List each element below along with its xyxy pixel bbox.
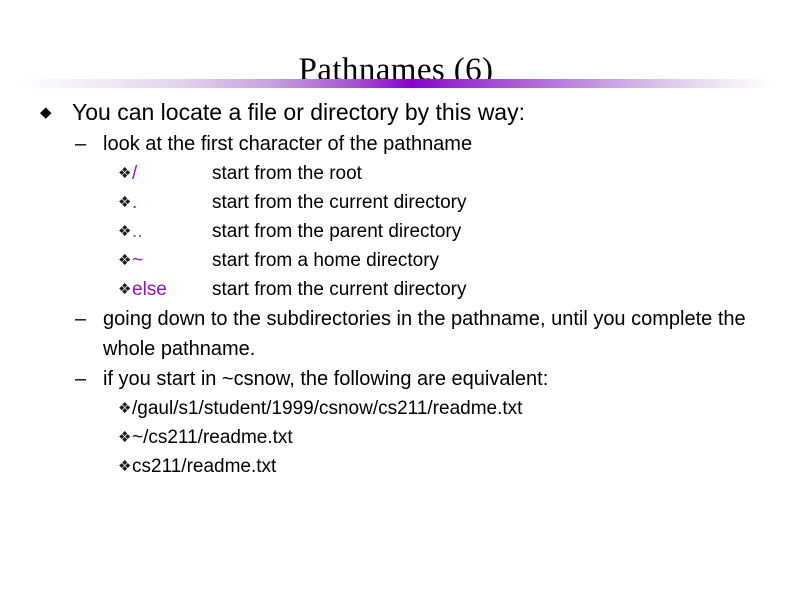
bullet-line-level-3: ❖. start from the current directory xyxy=(0,188,792,217)
bullet-line-level-2: –going down to the subdirectories in the… xyxy=(0,304,792,364)
slide-body: ◆ You can locate a file or directory by t… xyxy=(0,96,792,481)
bullet-line-level-3: ❖.. start from the parent directory xyxy=(0,217,792,246)
bullet-text: ~/cs211/readme.txt xyxy=(132,427,293,448)
path-symbol-description: start from a home directory xyxy=(212,250,440,271)
bullet-text: /gaul/s1/student/1999/csnow/cs211/readme… xyxy=(132,398,523,419)
path-symbol-description: start from the current directory xyxy=(212,192,467,213)
four-dot-diamond-bullet-icon: ❖ xyxy=(118,223,132,240)
bullet-text: going down to the subdirectories in the … xyxy=(103,308,746,360)
path-symbol: . xyxy=(132,192,138,213)
bullet-text: if you start in ~csnow, the following ar… xyxy=(103,368,549,390)
bullet-line-level-1: ◆ You can locate a file or directory by t… xyxy=(0,96,792,129)
path-symbol: ~ xyxy=(132,250,144,271)
path-symbol-description: start from the parent directory xyxy=(212,221,462,242)
path-symbol: else xyxy=(132,279,167,300)
title-divider-gradient xyxy=(18,79,774,88)
dash-bullet-icon: – xyxy=(75,133,87,155)
four-dot-diamond-bullet-icon: ❖ xyxy=(118,281,132,298)
four-dot-diamond-bullet-icon: ❖ xyxy=(118,400,132,417)
path-symbol: .. xyxy=(132,221,143,242)
four-dot-diamond-bullet-icon: ❖ xyxy=(118,458,132,475)
bullet-line-level-2: –look at the first character of the path… xyxy=(0,129,792,159)
bullet-line-level-3: ❖/ start from the root xyxy=(0,159,792,188)
bullet-text: You can locate a file or directory by th… xyxy=(72,99,525,125)
path-symbol-description: start from the current directory xyxy=(212,279,467,300)
four-dot-diamond-bullet-icon: ❖ xyxy=(118,194,132,211)
path-symbol: / xyxy=(132,163,138,184)
bullet-line-level-3: ❖else start from the current directory xyxy=(0,275,792,304)
bullet-line-level-3: ❖~ start from a home directory xyxy=(0,246,792,275)
four-dot-diamond-bullet-icon: ❖ xyxy=(118,252,132,269)
bullet-line-level-2: –if you start in ~csnow, the following a… xyxy=(0,364,792,394)
four-dot-diamond-bullet-icon: ❖ xyxy=(118,429,132,446)
bullet-text: cs211/readme.txt xyxy=(132,456,277,477)
bullet-text: look at the first character of the pathn… xyxy=(103,133,473,155)
dash-bullet-icon: – xyxy=(75,308,87,330)
bullet-line-level-3: ❖~/cs211/readme.txt xyxy=(0,423,792,452)
path-symbol-description: start from the root xyxy=(212,163,362,184)
bullet-line-level-3: ❖/gaul/s1/student/1999/csnow/cs211/readm… xyxy=(0,394,792,423)
four-dot-diamond-bullet-icon: ❖ xyxy=(118,165,132,182)
bullet-line-level-3: ❖cs211/readme.txt xyxy=(0,452,792,481)
dash-bullet-icon: – xyxy=(75,368,87,390)
diamond-bullet-icon: ◆ xyxy=(40,104,52,121)
